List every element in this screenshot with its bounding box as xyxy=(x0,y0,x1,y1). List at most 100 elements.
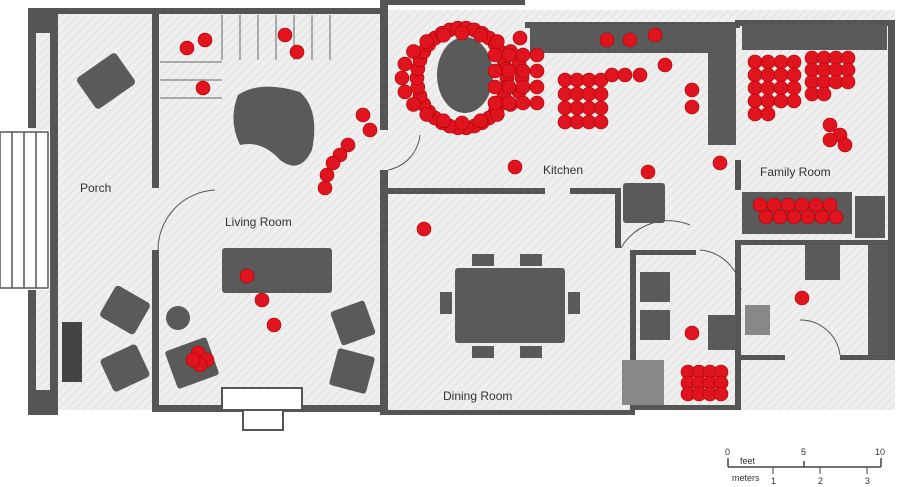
marker-dot xyxy=(786,80,802,96)
marker-dot xyxy=(487,79,503,95)
marker-dot xyxy=(487,95,503,111)
marker-dot xyxy=(473,27,488,43)
marker-dot xyxy=(828,209,844,225)
marker-dot xyxy=(239,268,255,284)
armchair xyxy=(330,300,376,346)
scale-bar: 0 5 10 feet meters 1 2 3 xyxy=(725,447,885,486)
marker-dot xyxy=(489,34,505,49)
marker-dot xyxy=(822,132,838,148)
marker-dot xyxy=(501,79,517,95)
marker-dot xyxy=(515,95,531,111)
marker-dot xyxy=(747,93,763,109)
marker-dot xyxy=(593,86,609,102)
marker-dot xyxy=(773,54,789,70)
marker-dot xyxy=(599,32,615,48)
marker-dot xyxy=(840,74,856,90)
marker-dot xyxy=(436,113,451,129)
marker-dot xyxy=(515,79,531,95)
entrance-steps xyxy=(0,131,49,289)
marker-dot xyxy=(657,57,673,73)
marker-dot xyxy=(617,67,633,83)
marker-dot xyxy=(419,107,435,122)
family-counter xyxy=(742,25,887,50)
marker-dot xyxy=(501,63,517,79)
feet-tick: 10 xyxy=(875,447,885,457)
room-label-family-room: Family Room xyxy=(760,165,831,179)
marker-dot xyxy=(512,30,528,46)
marker-dot xyxy=(397,56,413,72)
marker-dot xyxy=(340,137,356,153)
marker-dot xyxy=(454,25,470,41)
marker-dot xyxy=(760,93,776,109)
marker-dot xyxy=(712,155,728,171)
feet-tick: 0 xyxy=(725,447,730,457)
marker-dot xyxy=(529,95,545,111)
marker-dot xyxy=(816,86,832,102)
marker-dot xyxy=(684,82,700,98)
marker-dot xyxy=(632,67,648,83)
porch-chair xyxy=(77,53,135,109)
marker-dot xyxy=(822,197,838,213)
marker-dot xyxy=(529,47,545,63)
meters-label: meters xyxy=(732,473,760,483)
room-label-kitchen: Kitchen xyxy=(543,163,583,177)
room-label-living-room: Living Room xyxy=(225,215,292,229)
kitchen-counter xyxy=(708,25,736,145)
marker-dot xyxy=(185,352,201,368)
marker-dot xyxy=(487,63,503,79)
meter-tick: 3 xyxy=(865,476,870,486)
marker-dot xyxy=(786,67,802,83)
marker-dot xyxy=(593,100,609,116)
marker-dot xyxy=(419,34,435,49)
marker-dot xyxy=(822,117,838,133)
marker-dot xyxy=(515,47,531,63)
marker-dot xyxy=(266,317,282,333)
marker-dot xyxy=(713,386,729,402)
marker-dot xyxy=(640,164,656,180)
marker-dot xyxy=(355,107,371,123)
marker-dot xyxy=(622,32,638,48)
feet-tick: 5 xyxy=(801,447,806,457)
marker-dot xyxy=(394,70,410,86)
marker-dot xyxy=(786,93,802,109)
marker-dot xyxy=(254,292,270,308)
marker-dot xyxy=(501,95,517,111)
marker-dot xyxy=(277,27,293,43)
kitchen-island xyxy=(437,37,493,113)
marker-dot xyxy=(406,44,421,59)
marker-dot xyxy=(179,40,195,56)
marker-dot xyxy=(416,221,432,237)
sofa xyxy=(222,248,332,293)
marker-dot xyxy=(529,63,545,79)
marker-dot xyxy=(317,180,333,196)
marker-dot xyxy=(747,54,763,70)
marker-dot xyxy=(773,67,789,83)
marker-dot xyxy=(773,93,789,109)
marker-dot xyxy=(501,47,517,63)
markers xyxy=(179,20,856,402)
stairs xyxy=(160,15,331,99)
marker-dot xyxy=(319,167,335,183)
fireplace-hearth xyxy=(221,387,303,411)
marker-dot xyxy=(684,99,700,115)
marker-dot xyxy=(362,122,378,138)
marker-dot xyxy=(406,97,421,112)
marker-dot xyxy=(747,67,763,83)
feet-label: feet xyxy=(740,456,756,466)
marker-dot xyxy=(195,80,211,96)
marker-dot xyxy=(772,209,788,225)
refrigerator xyxy=(623,183,665,223)
room-label-dining-room: Dining Room xyxy=(443,389,512,403)
room-label-porch: Porch xyxy=(80,181,111,195)
marker-dot xyxy=(814,209,830,225)
marker-dot xyxy=(436,27,451,43)
marker-dot xyxy=(604,67,620,83)
marker-dot xyxy=(747,80,763,96)
marker-dot xyxy=(507,159,523,175)
marker-dot xyxy=(760,106,776,122)
armchair xyxy=(329,348,375,394)
marker-dot xyxy=(197,32,213,48)
marker-dot xyxy=(289,44,305,60)
furniture xyxy=(62,25,888,431)
